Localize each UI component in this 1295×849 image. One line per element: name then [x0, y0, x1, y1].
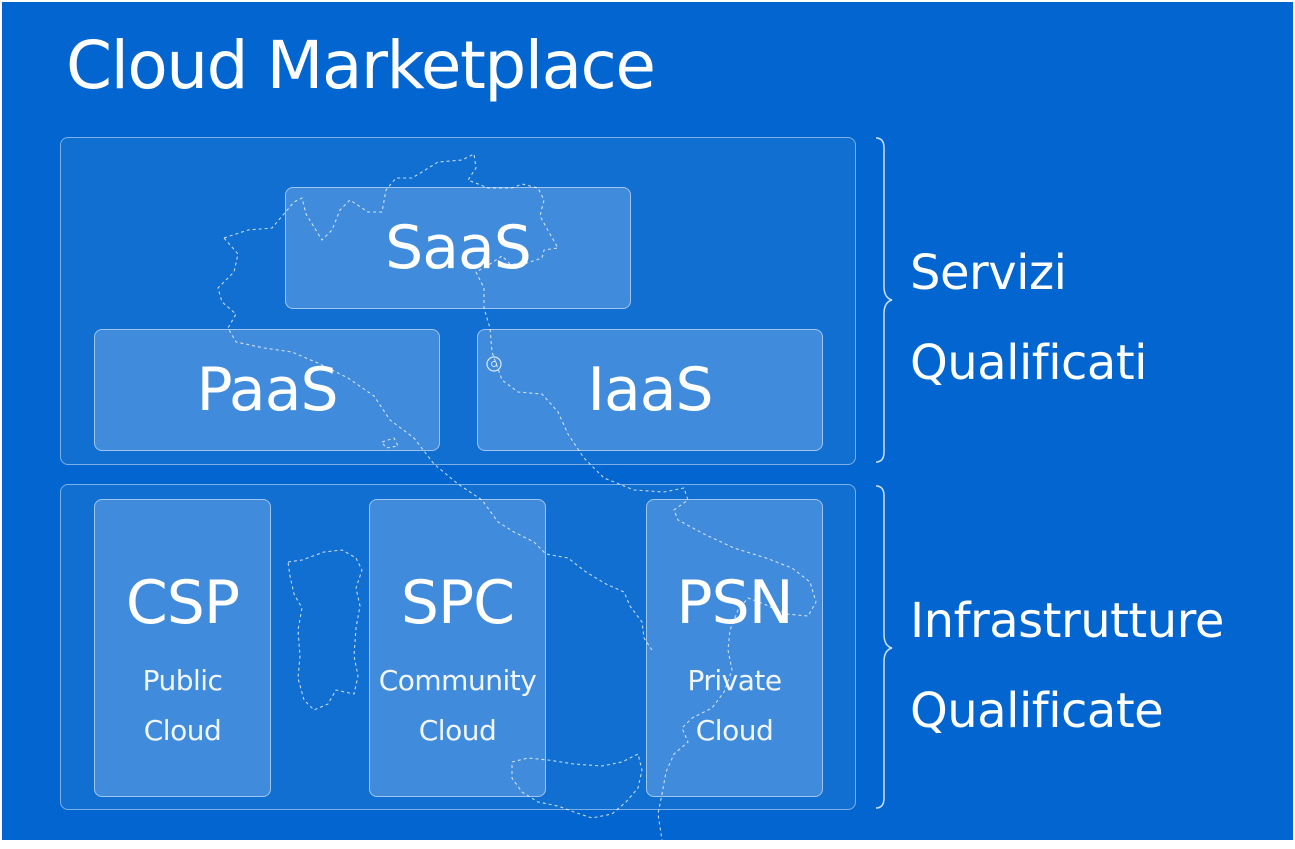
- psn-label: PSN: [676, 568, 793, 638]
- csp-sublabel-line-1: Public: [142, 664, 223, 697]
- services-bracket-label: Servizi Qualificati: [910, 228, 1147, 408]
- infrastructure-bracket-label-line-1: Infrastrutture: [910, 593, 1224, 649]
- elba-island: [381, 437, 399, 449]
- italy-mainland-outline: [223, 153, 817, 840]
- saas-label: SaaS: [385, 213, 532, 283]
- psn-sublabel-line-1: Private: [687, 664, 782, 697]
- csp-label: CSP: [125, 568, 240, 638]
- infrastructure-bracket-label: Infrastrutture Qualificate: [910, 576, 1224, 756]
- spc-sublabel-line-2: Cloud: [418, 714, 497, 747]
- spc-sublabel: Community Cloud: [370, 656, 545, 756]
- paas-label: PaaS: [196, 355, 338, 425]
- services-bracket-label-line-2: Qualificati: [910, 335, 1147, 391]
- csp-sublabel: Public Cloud: [95, 656, 270, 756]
- services-bracket-label-line-1: Servizi: [910, 245, 1067, 301]
- sardinia-outline: [287, 549, 363, 711]
- spc-sublabel-line-1: Community: [378, 664, 537, 697]
- infrastructure-panel: [60, 484, 856, 810]
- spc-label: SPC: [400, 568, 515, 638]
- italy-west-coast: [217, 237, 653, 651]
- services-panel: [60, 137, 856, 465]
- csp-sublabel-line-2: Cloud: [143, 714, 222, 747]
- psn-box: PSN Private Cloud: [646, 499, 823, 797]
- infrastructure-bracket: [875, 485, 893, 809]
- map-marker-icon: [486, 356, 502, 372]
- saas-box: SaaS: [285, 187, 631, 309]
- paas-box: PaaS: [94, 329, 440, 451]
- iaas-label: IaaS: [587, 355, 713, 425]
- page-title: Cloud Marketplace: [66, 27, 656, 104]
- iaas-box: IaaS: [477, 329, 823, 451]
- services-bracket: [875, 137, 893, 463]
- infrastructure-bracket-label-line-2: Qualificate: [910, 683, 1164, 739]
- csp-box: CSP Public Cloud: [94, 499, 271, 797]
- psn-sublabel: Private Cloud: [647, 656, 822, 756]
- psn-sublabel-line-2: Cloud: [695, 714, 774, 747]
- spc-box: SPC Community Cloud: [369, 499, 546, 797]
